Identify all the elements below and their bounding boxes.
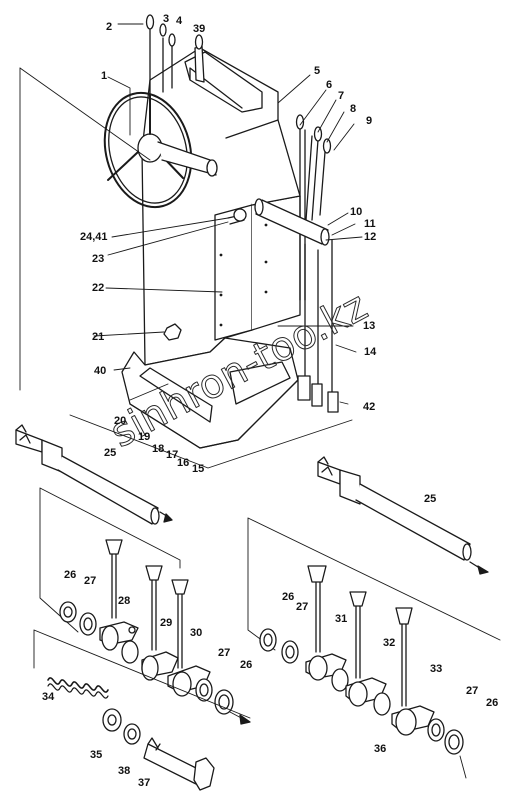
callout-label: 35	[90, 749, 102, 761]
callout-label: 42	[363, 401, 375, 413]
callout-label: 40	[94, 365, 106, 377]
callout-label: 18	[152, 443, 164, 455]
callout-label: 37	[138, 777, 150, 789]
callout-label: 34	[42, 691, 55, 703]
callout-label: 8	[350, 103, 356, 115]
callout-label: 11	[364, 218, 376, 230]
callout-label: 1	[101, 70, 107, 82]
callout-label: 6	[326, 79, 332, 91]
handwheel	[103, 91, 218, 209]
callout-label: 10	[350, 206, 362, 218]
callout-label: 38	[118, 765, 130, 777]
callout-label: 24,41	[80, 231, 108, 243]
callout-label: 9	[366, 115, 372, 127]
callout-label: 17	[166, 449, 178, 461]
callout-label: 16	[177, 457, 189, 469]
callout-label: 20	[114, 415, 126, 427]
callout-label: 23	[92, 253, 104, 265]
callout-label: 27	[84, 575, 96, 587]
callout-label: 13	[363, 320, 375, 332]
lower-left-assembly	[39, 487, 251, 725]
callout-label: 25	[104, 447, 116, 459]
callout-label: 30	[190, 627, 202, 639]
callout-label: 26	[486, 697, 498, 709]
callout-label: 21	[92, 331, 104, 343]
console	[121, 47, 301, 449]
callout-label: 5	[314, 65, 320, 77]
callout-label: 32	[383, 637, 395, 649]
callout-label: 14	[364, 346, 377, 358]
callout-label: 19	[138, 431, 150, 443]
callout-label: 27	[466, 685, 478, 697]
callout-label: 27	[218, 647, 230, 659]
leader-lines	[19, 23, 363, 469]
callout-label: 25	[424, 493, 436, 505]
shaft-left	[15, 424, 173, 525]
callout-label: 4	[176, 15, 183, 27]
callout-label: 28	[118, 595, 130, 607]
callout-label: 22	[92, 282, 104, 294]
callout-label: 7	[338, 90, 344, 102]
callout-label: 31	[335, 613, 347, 625]
callout-label: 26	[64, 569, 76, 581]
callout-label: 26	[240, 659, 252, 671]
callout-label: 27	[296, 601, 308, 613]
callout-label: 36	[374, 743, 386, 755]
callout-label: 15	[192, 463, 204, 475]
shaft-right	[317, 456, 489, 575]
callout-label: 29	[160, 617, 172, 629]
callout-label: 26	[282, 591, 294, 603]
callout-label: 3	[163, 13, 169, 25]
callout-label: 39	[193, 23, 205, 35]
levers	[145, 14, 339, 413]
callout-label: 33	[430, 663, 442, 675]
bolt-assembly	[33, 629, 251, 791]
callout-label: 2	[106, 21, 112, 33]
lower-right-assembly	[247, 517, 501, 779]
callout-label: 12	[364, 231, 376, 243]
